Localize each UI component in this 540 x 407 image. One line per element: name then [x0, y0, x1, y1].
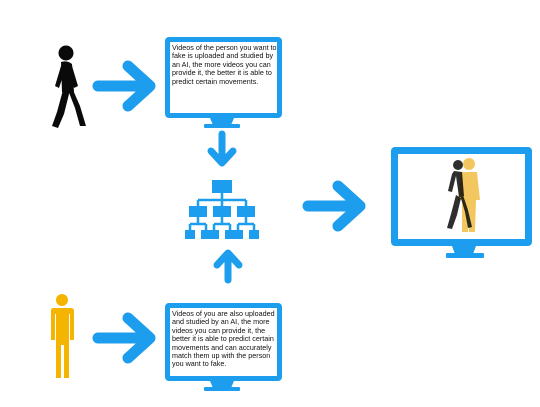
- top-monitor-text: Videos of the person you want to fake is…: [172, 43, 277, 86]
- merged-person-icon: [447, 158, 480, 232]
- hierarchy-network-icon: [185, 180, 259, 239]
- walking-person-icon: [52, 45, 86, 128]
- bottom-monitor: [165, 303, 282, 391]
- arrow-right-top: [98, 66, 150, 106]
- top-monitor: [165, 37, 282, 128]
- standing-person-icon: [51, 294, 74, 378]
- arrow-right-bottom: [98, 318, 150, 358]
- arrow-right-result: [308, 186, 360, 226]
- arrow-down: [207, 130, 237, 167]
- arrow-up: [213, 249, 243, 284]
- bottom-monitor-text: Videos of you are also uploaded and stud…: [172, 309, 275, 369]
